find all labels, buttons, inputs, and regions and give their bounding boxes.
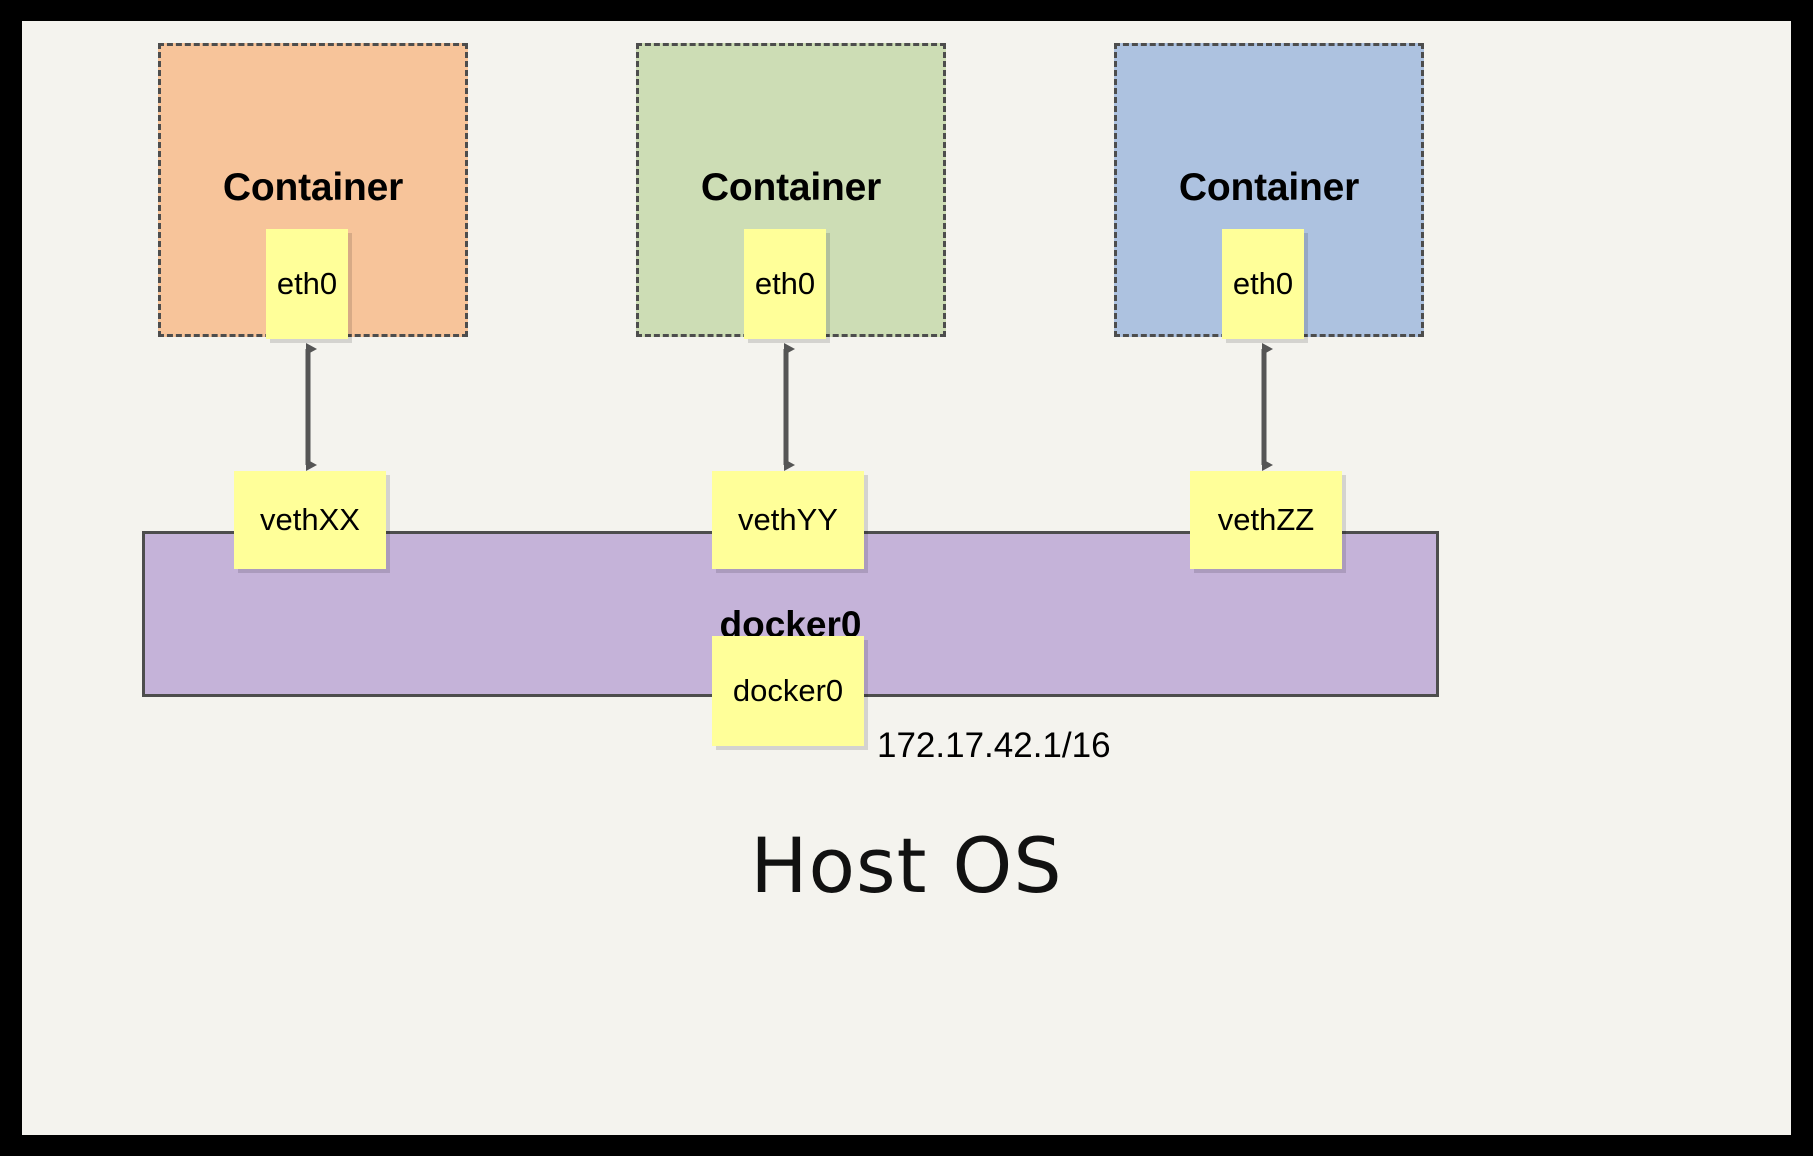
container-title-3: Container: [1178, 166, 1360, 209]
docker0-ip-label: 172.17.42.1/16: [877, 726, 1111, 765]
veth-box-xx: vethXX: [234, 471, 386, 569]
host-os-panel: Container eth0 Container eth0 Container …: [22, 21, 1791, 1135]
veth-box-zz: vethZZ: [1190, 471, 1342, 569]
docker0-interface-box: docker0: [712, 636, 864, 746]
container-title-1: Container: [222, 166, 404, 209]
arrow-container1-to-vethxx: [305, 343, 317, 471]
veth-box-yy: vethYY: [712, 471, 864, 569]
eth0-box-2: eth0: [744, 229, 826, 339]
eth0-box-1: eth0: [266, 229, 348, 339]
host-os-title: Host OS: [750, 821, 1063, 910]
arrow-container2-to-vethyy: [783, 343, 795, 471]
eth0-box-3: eth0: [1222, 229, 1304, 339]
container-title-2: Container: [700, 166, 882, 209]
arrow-container3-to-vethzz: [1261, 343, 1273, 471]
